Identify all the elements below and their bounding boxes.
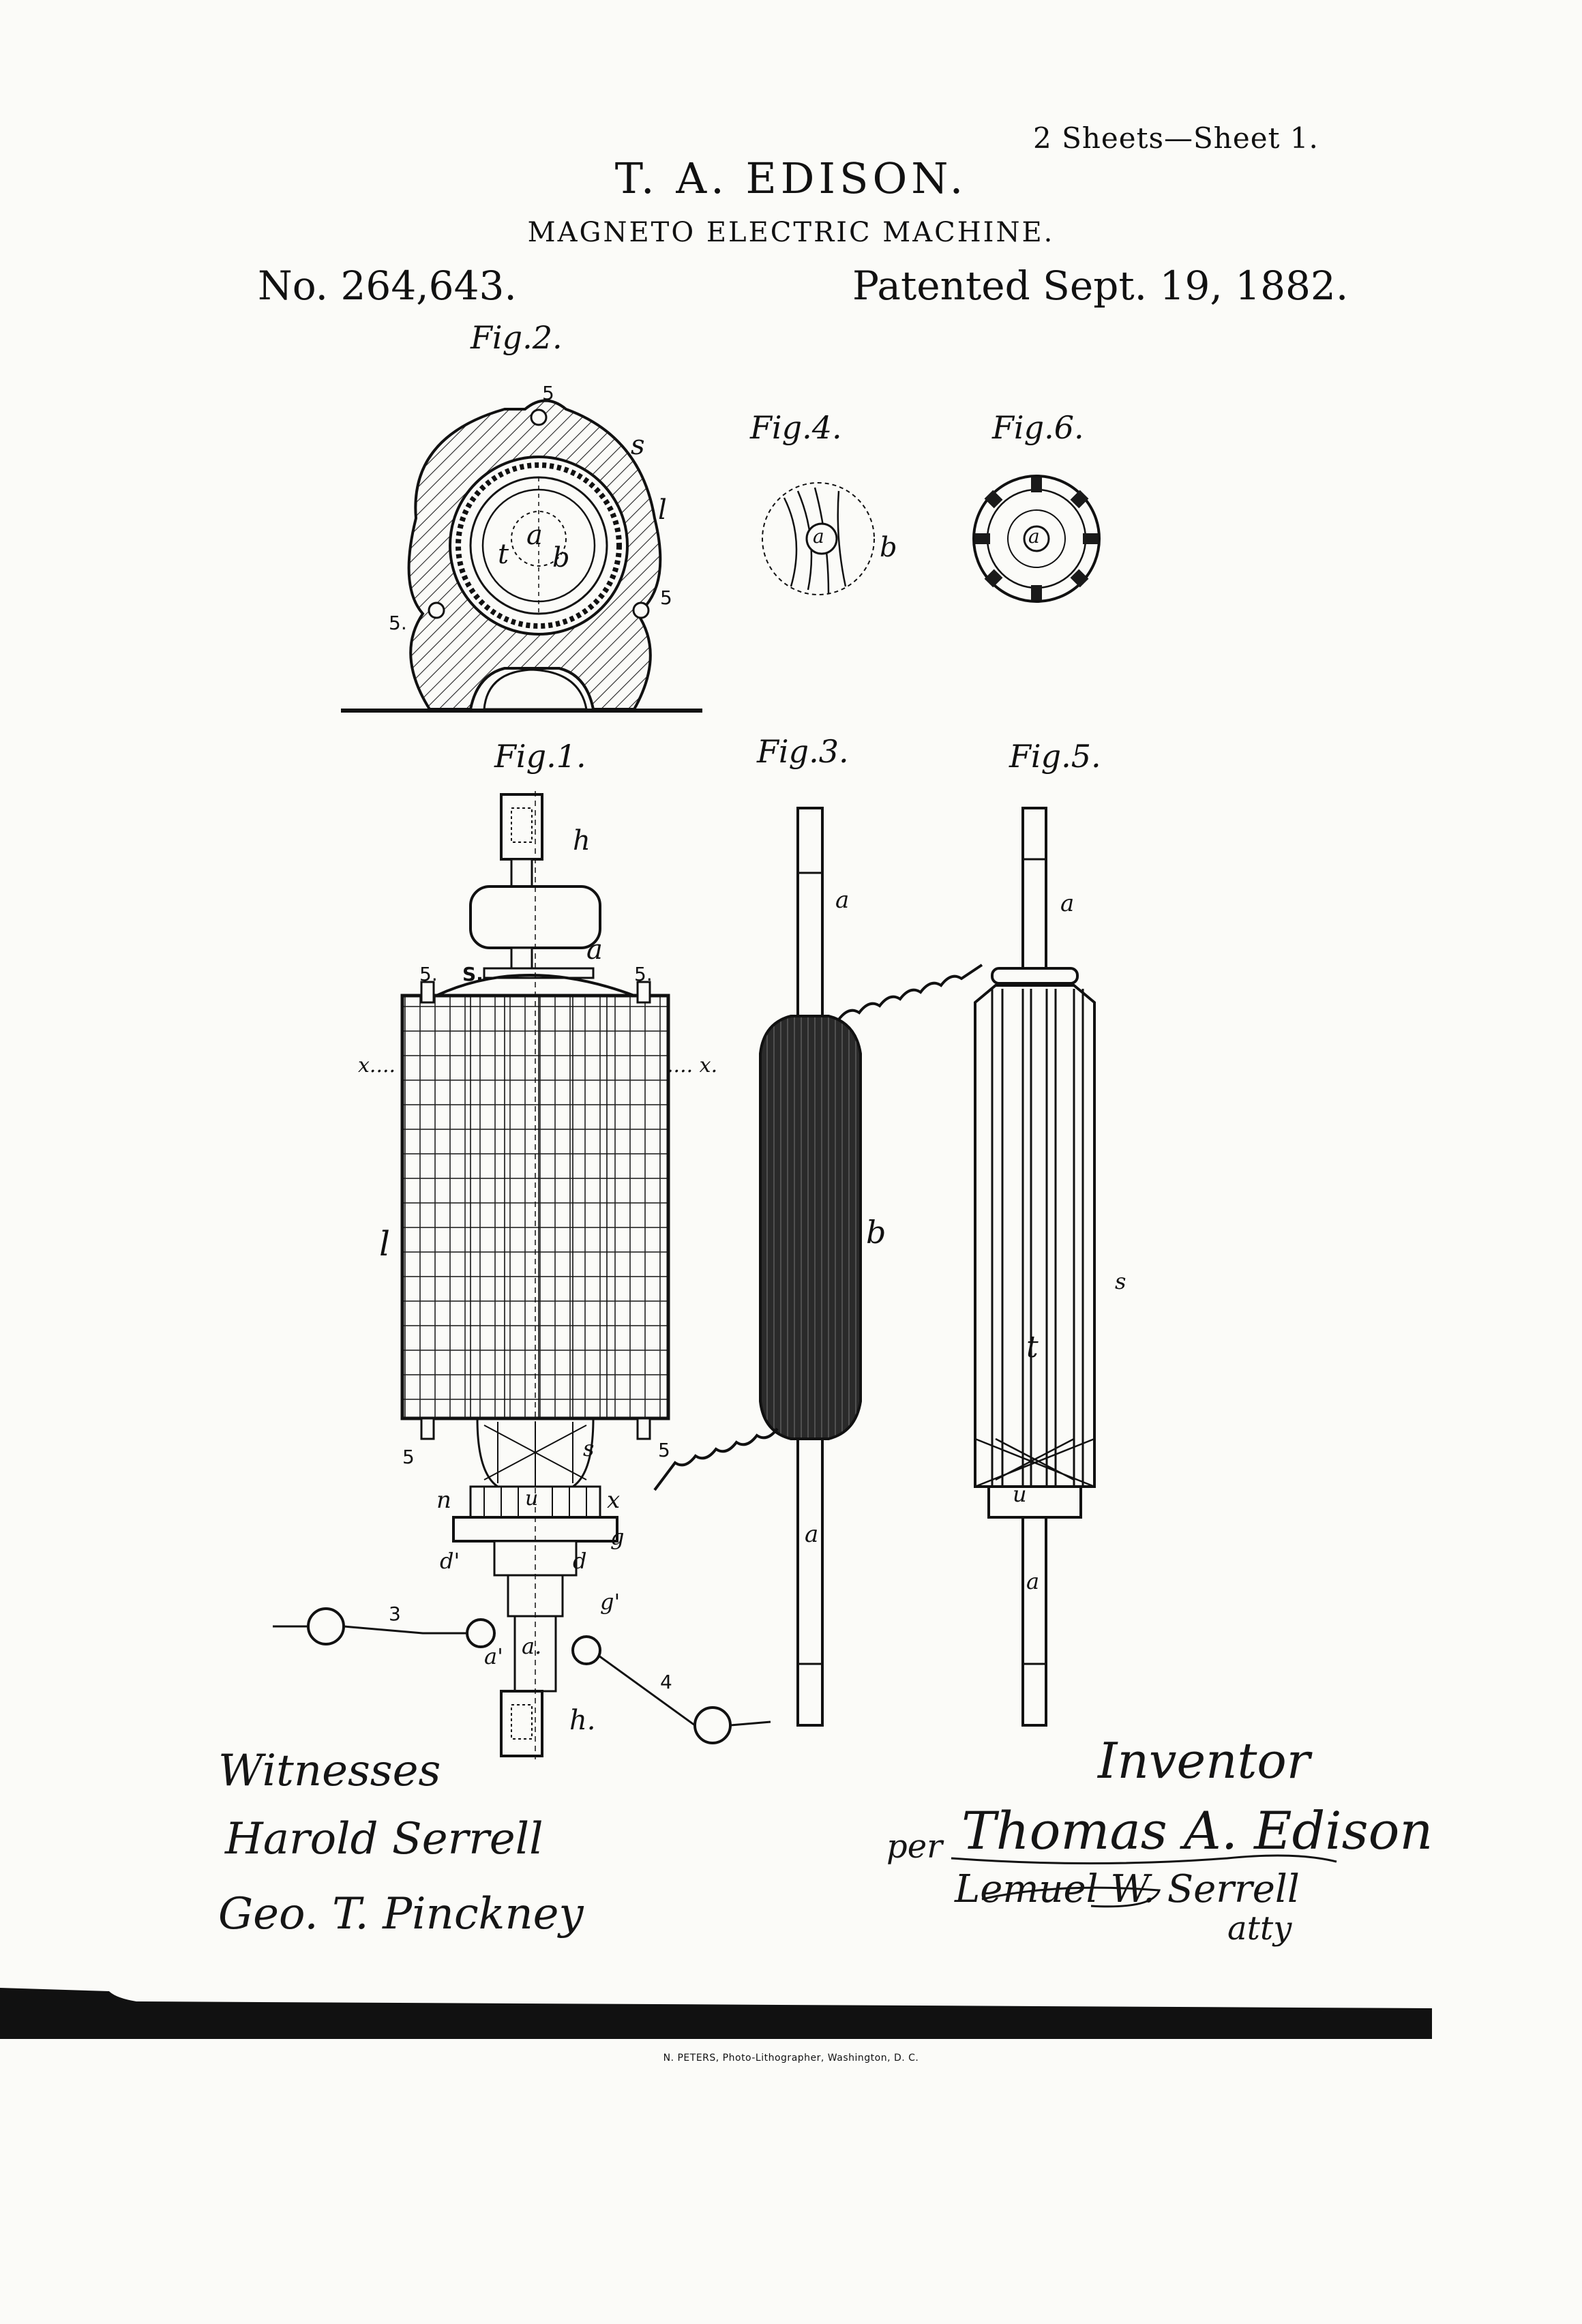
ref-5: 5 bbox=[542, 382, 554, 404]
ref-S: S. bbox=[462, 963, 483, 985]
ref-5: 5 bbox=[402, 1446, 415, 1468]
ref-5: 5. bbox=[389, 612, 407, 634]
ref-b: b bbox=[880, 532, 897, 563]
bottom-border bbox=[0, 1988, 1432, 2039]
ref-h: h bbox=[573, 825, 591, 856]
fig1-label: Fig.1. bbox=[494, 738, 586, 775]
sheet-note: 2 Sheets—Sheet 1. bbox=[1033, 121, 1319, 155]
fig5-label: Fig.5. bbox=[1009, 738, 1101, 775]
ref-n: n bbox=[436, 1487, 451, 1514]
fig2-label: Fig.2. bbox=[471, 319, 563, 356]
per-label: per bbox=[886, 1828, 943, 1866]
patent-number: No. 264,643. bbox=[258, 263, 517, 309]
ref-l: l bbox=[658, 494, 667, 526]
ref-a: a bbox=[1026, 1568, 1040, 1594]
ref-a: a bbox=[1060, 890, 1075, 917]
ref-x: x bbox=[607, 1487, 621, 1514]
witness-2-signature: Geo. T. Pinckney bbox=[218, 1889, 584, 1939]
ref-5: 5 bbox=[660, 586, 672, 609]
ref-a: a bbox=[813, 525, 824, 548]
ref-5: 5. bbox=[419, 963, 438, 985]
inventor-signature: Thomas A. Edison bbox=[961, 1800, 1433, 1861]
patent-title: MAGNETO ELECTRIC MACHINE. bbox=[527, 217, 1055, 248]
ref-x: .... x. bbox=[667, 1054, 718, 1077]
fig3-drawing bbox=[653, 807, 983, 1727]
witnesses-label: Witnesses bbox=[218, 1746, 441, 1796]
ref-u: u bbox=[1013, 1481, 1027, 1507]
ref-b: b bbox=[866, 1214, 886, 1251]
ref-s: s bbox=[583, 1435, 595, 1461]
ref-4: 4 bbox=[660, 1671, 672, 1693]
inventor-name: T. A. EDISON. bbox=[614, 153, 968, 203]
ref-5: 5 bbox=[658, 1439, 670, 1461]
ref-t: t bbox=[498, 539, 509, 570]
fig6-drawing bbox=[972, 475, 1101, 603]
ref-a: a bbox=[805, 1521, 819, 1548]
ref-a-prime: a' bbox=[484, 1643, 503, 1669]
ref-3: 3 bbox=[389, 1603, 401, 1625]
ref-s: s bbox=[631, 430, 645, 461]
ref-g: g bbox=[610, 1524, 625, 1550]
fig1-drawing bbox=[273, 791, 771, 1759]
ref-a: a bbox=[1028, 525, 1040, 548]
ref-a: a bbox=[835, 887, 850, 914]
ref-l: l bbox=[379, 1224, 390, 1264]
ref-h: h. bbox=[569, 1705, 596, 1736]
ref-a: a bbox=[526, 520, 543, 551]
fig6-label: Fig.6. bbox=[992, 409, 1084, 446]
ref-t: t bbox=[1026, 1330, 1039, 1365]
fig2-drawing bbox=[341, 399, 702, 713]
lithographer-credit: N. PETERS, Photo-Lithographer, Washingto… bbox=[663, 2053, 919, 2064]
ref-b: b bbox=[552, 542, 570, 573]
fig3-label: Fig.3. bbox=[757, 733, 849, 770]
ref-a: a bbox=[586, 934, 603, 966]
ref-g-prime: g' bbox=[600, 1589, 621, 1615]
fig5-drawing bbox=[974, 807, 1096, 1727]
attorney-signature: Lemuel W. Serrell bbox=[955, 1867, 1300, 1911]
fig4-label: Fig.4. bbox=[750, 409, 842, 446]
ref-d-prime: d' bbox=[440, 1548, 460, 1574]
inventor-label: Inventor bbox=[1098, 1732, 1311, 1789]
ref-x: x.... bbox=[358, 1054, 396, 1077]
witness-1-signature: Harold Serrell bbox=[225, 1814, 543, 1864]
ref-s: s bbox=[1115, 1268, 1126, 1294]
ref-a: a. bbox=[522, 1633, 542, 1659]
fig4-drawing bbox=[762, 482, 875, 595]
attorney-suffix: atty bbox=[1227, 1909, 1292, 1948]
ref-d: d bbox=[573, 1548, 587, 1574]
ref-5: 5. bbox=[634, 963, 653, 985]
patent-date: Patented Sept. 19, 1882. bbox=[852, 263, 1349, 309]
ref-u: u bbox=[525, 1487, 539, 1510]
